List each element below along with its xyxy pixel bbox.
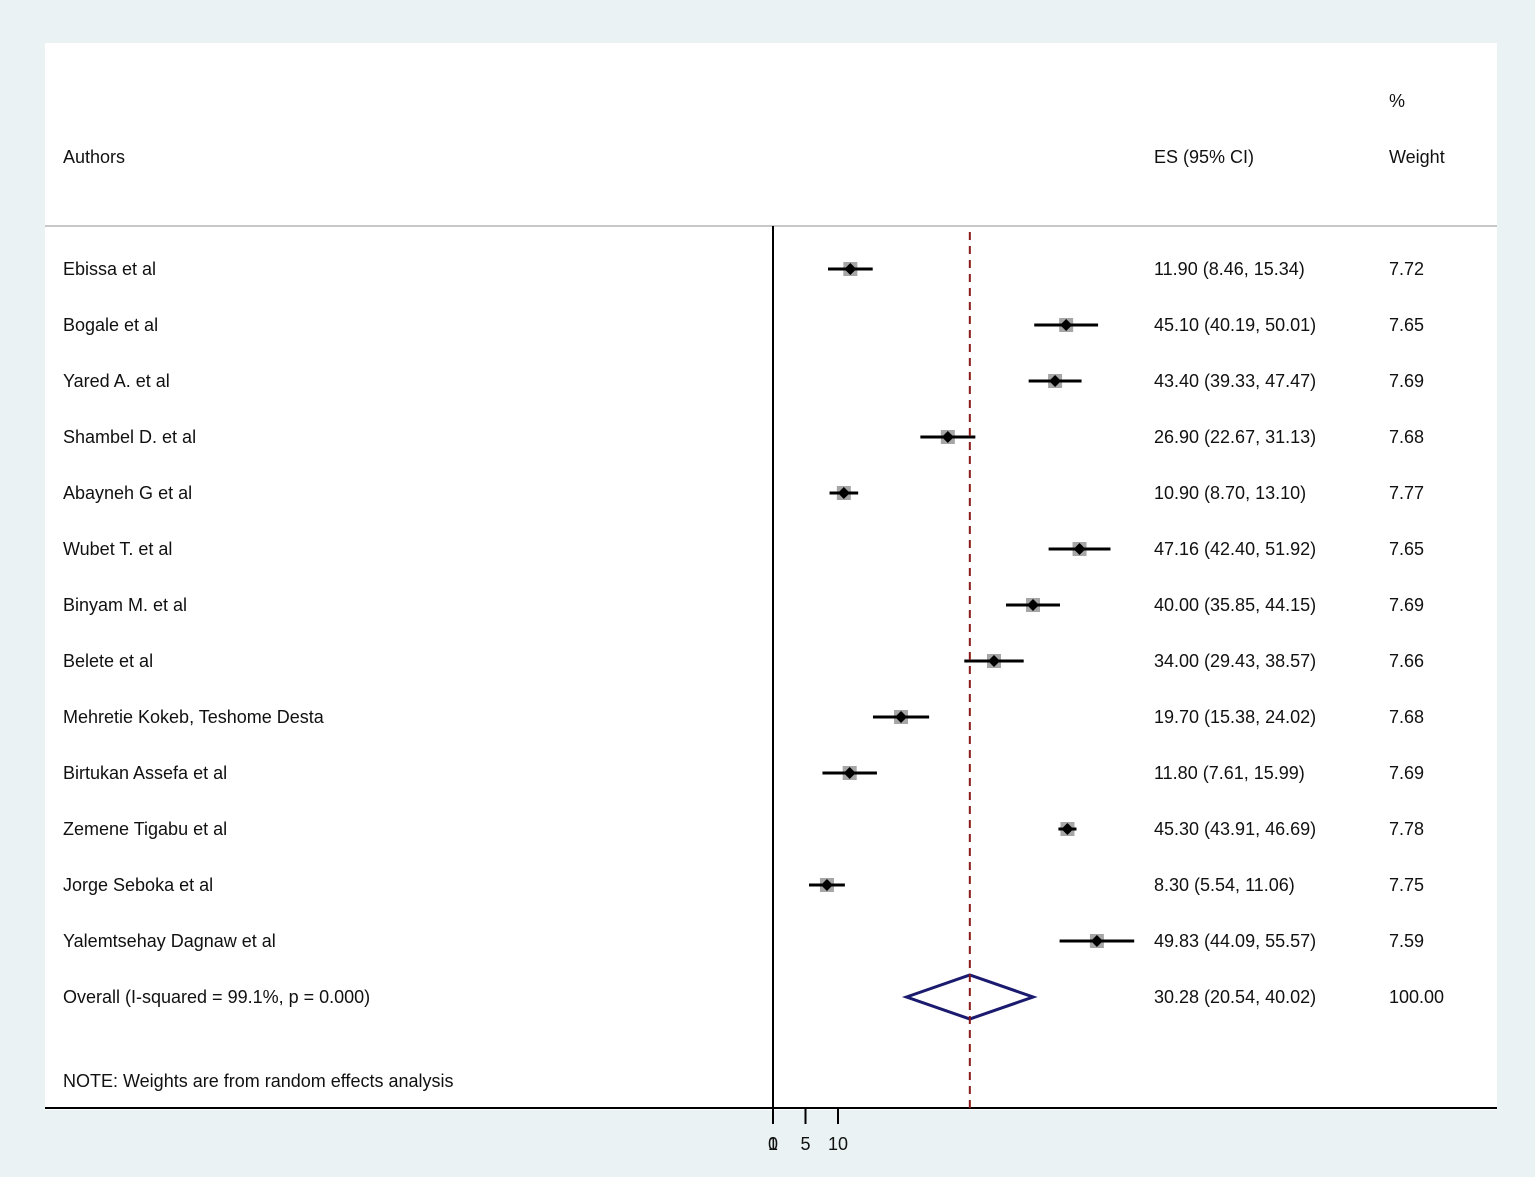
x-tick-label: 0 bbox=[768, 1134, 778, 1154]
study-es-ci: 43.40 (39.33, 47.47) bbox=[1154, 371, 1316, 391]
header-study: Authors bbox=[63, 147, 125, 167]
header-es: ES (95% CI) bbox=[1154, 147, 1254, 167]
note-text: NOTE: Weights are from random effects an… bbox=[63, 1071, 453, 1091]
x-tick-label: 1 bbox=[768, 1134, 778, 1154]
study-es-ci: 10.90 (8.70, 13.10) bbox=[1154, 483, 1306, 503]
header-weight-top: % bbox=[1389, 91, 1405, 111]
x-tick-label: 5 bbox=[800, 1134, 810, 1154]
study-es-ci: 11.90 (8.46, 15.34) bbox=[1154, 259, 1305, 279]
study-weight: 7.68 bbox=[1389, 707, 1424, 727]
study-weight: 7.72 bbox=[1389, 259, 1424, 279]
study-weight: 7.65 bbox=[1389, 539, 1424, 559]
study-es-ci: 40.00 (35.85, 44.15) bbox=[1154, 595, 1316, 615]
point-estimate bbox=[1027, 599, 1039, 611]
study-weight: 7.69 bbox=[1389, 371, 1424, 391]
study-label: Birtukan Assefa et al bbox=[63, 763, 227, 783]
study-weight: 7.69 bbox=[1389, 595, 1424, 615]
study-label: Abayneh G et al bbox=[63, 483, 192, 503]
study-label: Yared A. et al bbox=[63, 371, 170, 391]
study-weight: 7.59 bbox=[1389, 931, 1424, 951]
study-es-ci: 47.16 (42.40, 51.92) bbox=[1154, 539, 1316, 559]
point-estimate bbox=[1060, 319, 1073, 331]
study-label: Bogale et al bbox=[63, 315, 158, 335]
study-es-ci: 49.83 (44.09, 55.57) bbox=[1154, 931, 1316, 951]
study-es-ci: 8.30 (5.54, 11.06) bbox=[1154, 875, 1295, 895]
study-label: Yalemtsehay Dagnaw et al bbox=[63, 931, 276, 951]
study-label: Wubet T. et al bbox=[63, 539, 172, 559]
overall-row: Overall (I-squared = 99.1%, p = 0.000) 30… bbox=[63, 973, 1444, 1021]
study-label: Jorge Seboka et al bbox=[63, 875, 213, 895]
study-rows: Ebissa et al 11.90 (8.46, 15.34) 7.72Bogal… bbox=[63, 259, 1424, 951]
study-es-ci: 26.90 (22.67, 31.13) bbox=[1154, 427, 1316, 447]
study-es-ci: 34.00 (29.43, 38.57) bbox=[1154, 651, 1316, 671]
point-estimate bbox=[1090, 935, 1103, 947]
point-estimate bbox=[843, 767, 856, 779]
point-estimate bbox=[844, 263, 857, 275]
study-label: Zemene Tigabu et al bbox=[63, 819, 227, 839]
study-label: Shambel D. et al bbox=[63, 427, 196, 447]
plot-area bbox=[45, 43, 1497, 1110]
study-weight: 7.77 bbox=[1389, 483, 1424, 503]
point-estimate bbox=[895, 711, 908, 723]
point-estimate bbox=[988, 655, 1000, 667]
study-label: Binyam M. et al bbox=[63, 595, 187, 615]
study-weight: 7.68 bbox=[1389, 427, 1424, 447]
overall-es-ci: 30.28 (20.54, 40.02) bbox=[1154, 987, 1316, 1007]
overall-diamond bbox=[901, 973, 1038, 1021]
x-axis: 01 5 10 bbox=[768, 1108, 848, 1154]
study-es-ci: 11.80 (7.61, 15.99) bbox=[1154, 763, 1305, 783]
study-label: Belete et al bbox=[63, 651, 153, 671]
study-weight: 7.75 bbox=[1389, 875, 1424, 895]
study-weight: 7.78 bbox=[1389, 819, 1424, 839]
point-estimate bbox=[1073, 543, 1086, 555]
study-es-ci: 19.70 (15.38, 24.02) bbox=[1154, 707, 1316, 727]
study-label: Mehretie Kokeb, Teshome Desta bbox=[63, 707, 325, 727]
overall-weight: 100.00 bbox=[1389, 987, 1444, 1007]
x-tick-label: 10 bbox=[828, 1134, 848, 1154]
study-es-ci: 45.10 (40.19, 50.01) bbox=[1154, 315, 1316, 335]
study-weight: 7.65 bbox=[1389, 315, 1424, 335]
study-weight: 7.66 bbox=[1389, 651, 1424, 671]
point-estimate bbox=[820, 879, 833, 891]
study-es-ci: 45.30 (43.91, 46.69) bbox=[1154, 819, 1316, 839]
point-estimate bbox=[1061, 823, 1074, 835]
point-estimate bbox=[1049, 375, 1062, 387]
header-weight: Weight bbox=[1389, 147, 1445, 167]
study-weight: 7.69 bbox=[1389, 763, 1424, 783]
point-estimate bbox=[837, 487, 850, 499]
study-label: Ebissa et al bbox=[63, 259, 156, 279]
overall-label: Overall (I-squared = 99.1%, p = 0.000) bbox=[63, 987, 370, 1007]
point-estimate bbox=[941, 431, 954, 443]
